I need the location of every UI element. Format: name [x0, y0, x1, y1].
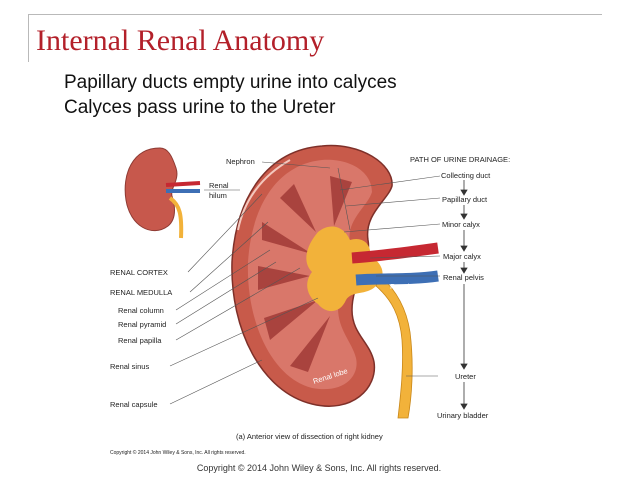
- drainage-title: PATH OF URINE DRAINAGE:: [410, 155, 510, 164]
- figure-copyright: Copyright © 2014 John Wiley & Sons, Inc.…: [110, 449, 246, 456]
- drainage-step-2: Papillary duct: [442, 195, 488, 204]
- label-renal-artery: Renal artery: [388, 260, 429, 269]
- figure-caption: (a) Anterior view of dissection of right…: [236, 432, 383, 441]
- drainage-step-7: Urinary bladder: [437, 411, 489, 420]
- label-renal-column: Renal column: [118, 306, 164, 315]
- drainage-step-5: Renal pelvis: [443, 273, 484, 282]
- big-kidney: [231, 144, 439, 419]
- label-renal-capsule: Renal capsule: [110, 400, 158, 409]
- drainage-arrows: [460, 180, 468, 410]
- label-nephron: Nephron: [226, 157, 255, 166]
- drainage-step-1: Collecting duct: [441, 171, 491, 180]
- label-renal-papilla: Renal papilla: [118, 336, 162, 345]
- drainage-step-3: Minor calyx: [442, 220, 480, 229]
- frame-left-line: [28, 14, 29, 62]
- slide-title: Internal Renal Anatomy: [36, 24, 325, 57]
- label-renal-medulla: RENAL MEDULLA: [110, 288, 172, 297]
- bullet-1: Papillary ducts empty urine into calyces: [64, 72, 397, 93]
- leader-lines: [169, 161, 441, 405]
- frame-top-line: [28, 14, 602, 15]
- footer-copyright: Copyright © 2014 John Wiley & Sons, Inc.…: [196, 463, 442, 473]
- bullet-2: Calyces pass urine to the Ureter: [64, 97, 336, 118]
- label-renal-cortex: RENAL CORTEX: [110, 268, 168, 277]
- drainage-step-4: Major calyx: [443, 252, 481, 261]
- label-renal-hilum-1: Renal: [209, 181, 229, 190]
- small-kidney: [124, 147, 201, 239]
- label-renal-hilum-2: hilum: [209, 191, 227, 200]
- label-renal-vein: Renal vein: [390, 282, 425, 291]
- label-renal-pyramid: Renal pyramid: [118, 320, 166, 329]
- drainage-step-6: Ureter: [455, 372, 476, 381]
- label-renal-sinus: Renal sinus: [110, 362, 149, 371]
